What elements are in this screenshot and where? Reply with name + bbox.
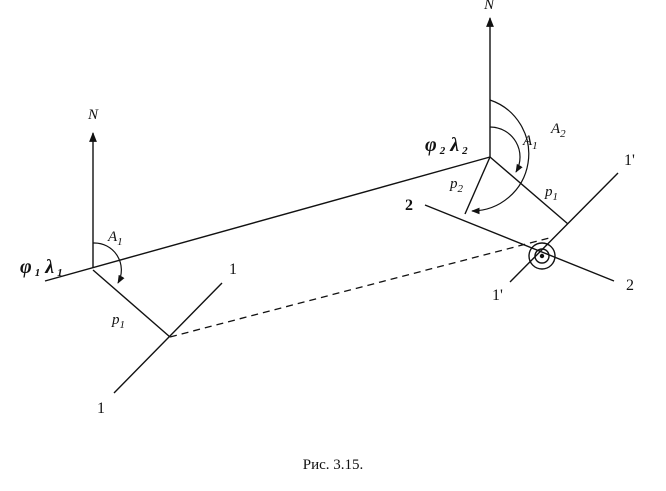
position-line-1 bbox=[113, 282, 223, 394]
azimuth-arc-A1-right bbox=[489, 126, 523, 173]
p1-label-right: p1 bbox=[544, 184, 558, 203]
line1-label-top: 1 bbox=[229, 261, 237, 278]
azimuth-arc-A2-right bbox=[471, 99, 530, 215]
line1-label-bottom: 1 bbox=[97, 400, 105, 417]
perpendicular-p1-left bbox=[92, 269, 171, 338]
great-circle-line bbox=[44, 156, 491, 282]
line2-label-left: 2 bbox=[405, 197, 413, 214]
position-line-2 bbox=[424, 204, 615, 282]
line2-label-right: 2 bbox=[626, 277, 634, 294]
fix-circle-inner bbox=[534, 248, 550, 264]
position-line-1-prime bbox=[509, 172, 619, 283]
figure-caption: Рис. 3.15. bbox=[303, 457, 364, 473]
fix-dot bbox=[539, 253, 545, 259]
fix-circle-outer bbox=[528, 242, 556, 270]
azimuth-label-A1-right: A1 bbox=[522, 133, 538, 152]
line1p-label-bottom: 1' bbox=[492, 287, 503, 304]
perpendicular-p2-right bbox=[464, 156, 491, 215]
line1p-label-top: 1' bbox=[624, 152, 635, 169]
p1-label-left: p1 bbox=[111, 312, 125, 331]
azimuth-label-A2-right: A2 bbox=[550, 121, 566, 140]
perpendicular-p1-right bbox=[489, 156, 569, 225]
p2-label-right: p2 bbox=[449, 176, 464, 195]
north-label-left: N bbox=[87, 107, 99, 123]
north-label-right: N bbox=[483, 0, 495, 13]
azimuth-label-left: A1 bbox=[107, 229, 123, 248]
transferred-dashed-line bbox=[169, 236, 554, 338]
azimuth-arc-left bbox=[92, 242, 125, 284]
